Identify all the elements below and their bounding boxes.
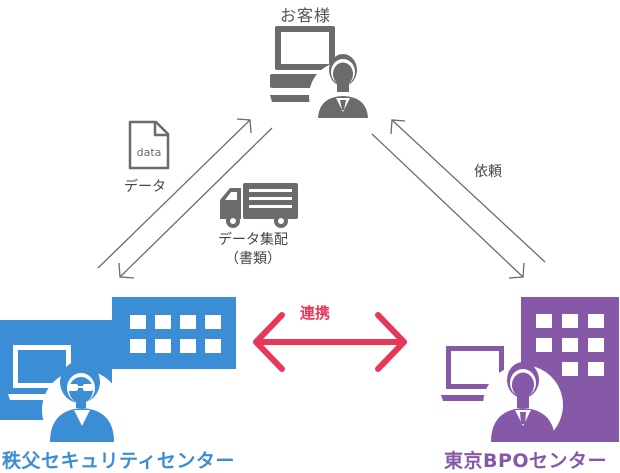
link-double-arrow [253, 312, 407, 372]
chichibu-person-icon [42, 354, 122, 450]
arrowhead-from-tokyo [390, 119, 406, 135]
arrow-to-chichibu [119, 127, 273, 278]
request-label: 依頼 [474, 164, 502, 180]
chichibu-node [0, 297, 236, 450]
chichibu-computer-icon [8, 345, 71, 400]
truck-icon [220, 183, 298, 228]
arrow-to-tokyo [371, 133, 524, 278]
arrowhead-to-customer [236, 118, 252, 134]
chichibu-label: 秩父セキュリティセンター [2, 450, 235, 472]
data-exchange-arrows [97, 118, 273, 279]
arrow-to-customer [97, 119, 251, 269]
customer-person-icon [309, 54, 377, 130]
customer-label: お客様 [280, 6, 332, 25]
arrow-from-tokyo [391, 119, 546, 263]
tokyo-person-icon [483, 362, 563, 445]
arrowhead-to-tokyo [508, 262, 525, 279]
tokyo-label: 東京BPOセンター [444, 450, 608, 472]
data-label: データ [124, 179, 166, 195]
request-arrows [371, 119, 546, 279]
delivery-label-line1: データ集配 [218, 232, 288, 248]
customer-computer-icon [270, 26, 335, 102]
data-file-icon-text: data [137, 146, 162, 159]
glasses-icon [68, 384, 93, 391]
data-file-icon: data [128, 120, 170, 170]
link-label: 連携 [300, 304, 331, 322]
tokyo-node [441, 297, 619, 445]
delivery-label: データ集配 （書類） [218, 231, 288, 269]
arrowhead-to-chichibu [118, 262, 135, 279]
delivery-label-line2: （書類） [225, 251, 281, 267]
customer-node [270, 26, 377, 130]
